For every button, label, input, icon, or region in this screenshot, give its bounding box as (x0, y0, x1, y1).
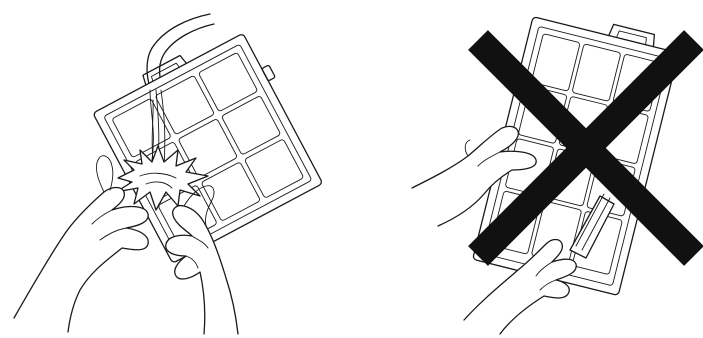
illustration-do-not-brush (352, 0, 703, 338)
left-hand (14, 156, 148, 332)
filter-brush-prohibited-illustration (352, 0, 703, 338)
illustration-wash-filter (0, 0, 352, 338)
filter-rinse-illustration (0, 0, 352, 338)
